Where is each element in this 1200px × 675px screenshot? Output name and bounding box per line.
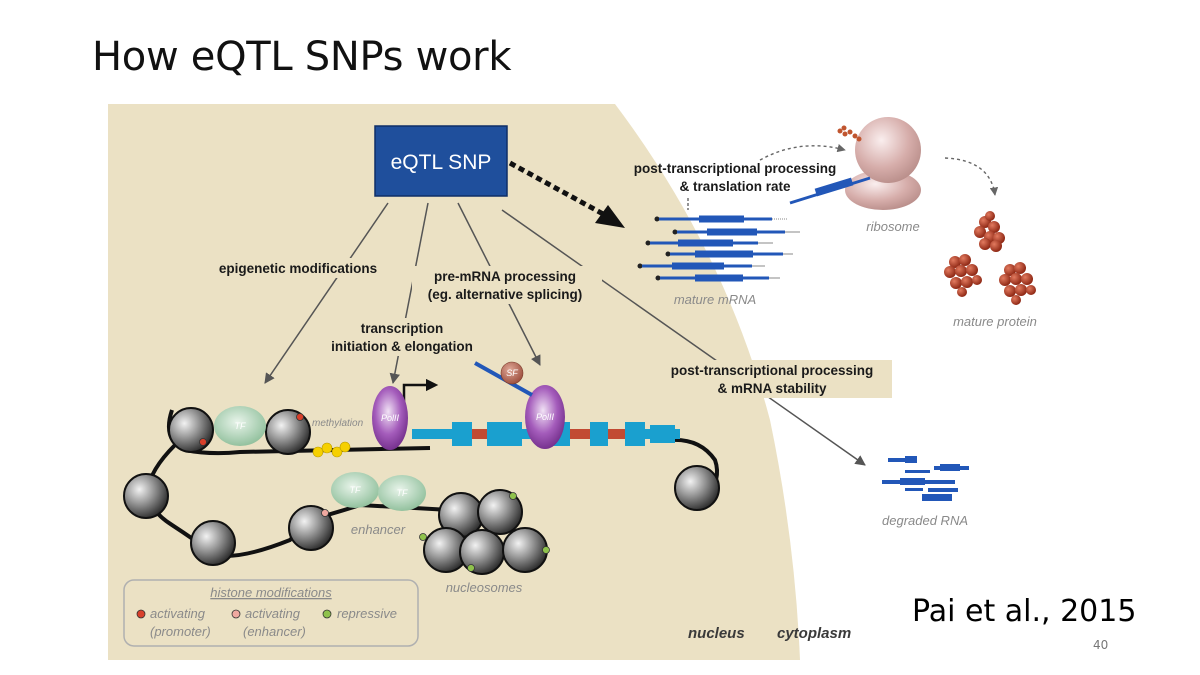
svg-text:SF: SF	[506, 368, 518, 378]
ribosome	[789, 117, 921, 210]
tf-protein-enhancer-1: TF	[331, 472, 379, 508]
legend-swatch-promoter	[136, 609, 146, 619]
curved-arrow-to-protein	[944, 157, 999, 196]
methylation-marks	[312, 441, 351, 458]
svg-text:PolII: PolII	[381, 413, 400, 423]
citation: Pai et al., 2015	[912, 594, 1137, 629]
slide-title: How eQTL SNPs work	[92, 34, 512, 80]
label-mature-mrna: mature mRNA	[674, 292, 756, 307]
mature-mrna-stack	[637, 215, 800, 282]
mature-protein-clusters	[944, 211, 1036, 305]
page-number: 40	[1093, 638, 1109, 652]
legend-item-2-line2: (enhancer)	[243, 624, 306, 639]
eqtl-snp-box	[374, 125, 508, 197]
splicing-factor: SF	[474, 361, 533, 397]
label-degraded-rna: degraded RNA	[882, 513, 968, 528]
arrow-stability	[501, 209, 866, 466]
eqtl-snp-label: eQTL SNP	[391, 151, 492, 174]
label-mature-protein: mature protein	[953, 314, 1037, 329]
label-premrna-line2: (eg. alternative splicing)	[428, 287, 583, 302]
polii-initiation: PolII	[372, 386, 408, 450]
label-ptp-stability-line1: post-transcriptional processing	[671, 363, 874, 378]
degraded-rna-fragments	[882, 456, 969, 501]
label-transcription-line1: transcription	[361, 321, 444, 336]
legend-swatch-enhancer	[231, 609, 241, 619]
label-nucleus: nucleus	[688, 625, 745, 642]
svg-text:TF: TF	[350, 485, 361, 495]
legend-swatch-repressive	[322, 609, 332, 619]
svg-text:TF: TF	[397, 488, 408, 498]
label-ptp-stability-line2: & mRNA stability	[717, 381, 827, 396]
polii-elongation: PolII	[525, 385, 565, 449]
label-ptp-translation-line2: & translation rate	[679, 179, 791, 194]
nascent-peptide	[837, 125, 862, 142]
snp-to-cytoplasm-arrowhead	[595, 205, 625, 228]
histone-marks	[199, 413, 550, 572]
legend-item-1-line1: activating	[150, 606, 206, 621]
label-epigenetic: epigenetic modifications	[219, 261, 377, 276]
arrow-epigenetic	[264, 202, 389, 384]
legend-item-2-line1: activating	[245, 606, 301, 621]
curved-arrow-to-ribosome	[759, 143, 846, 161]
tf-protein-promoter: TF	[214, 406, 266, 446]
nucleus-region	[108, 104, 800, 660]
label-transcription-line2: initiation & elongation	[331, 339, 473, 354]
svg-text:TF: TF	[235, 421, 246, 431]
tf-protein-enhancer-2: TF	[378, 475, 426, 511]
label-methylation: methylation	[312, 418, 364, 429]
label-nucleosomes: nucleosomes	[446, 580, 523, 595]
label-enhancer: enhancer	[351, 522, 406, 537]
label-ptp-translation-line1: post-transcriptional processing	[634, 161, 837, 176]
histone-legend: histone modifications activating (promot…	[123, 579, 419, 647]
legend-item-3-line1: repressive	[337, 606, 397, 621]
label-premrna-line1: pre-mRNA processing	[434, 269, 576, 284]
label-cytoplasm: cytoplasm	[777, 625, 851, 642]
label-ribosome: ribosome	[866, 219, 919, 234]
nucleosomes	[123, 407, 720, 575]
legend-title: histone modifications	[210, 585, 332, 600]
svg-text:PolII: PolII	[536, 412, 555, 422]
snp-to-cytoplasm-arrow	[508, 160, 607, 218]
legend-item-1-line2: (promoter)	[150, 624, 211, 639]
